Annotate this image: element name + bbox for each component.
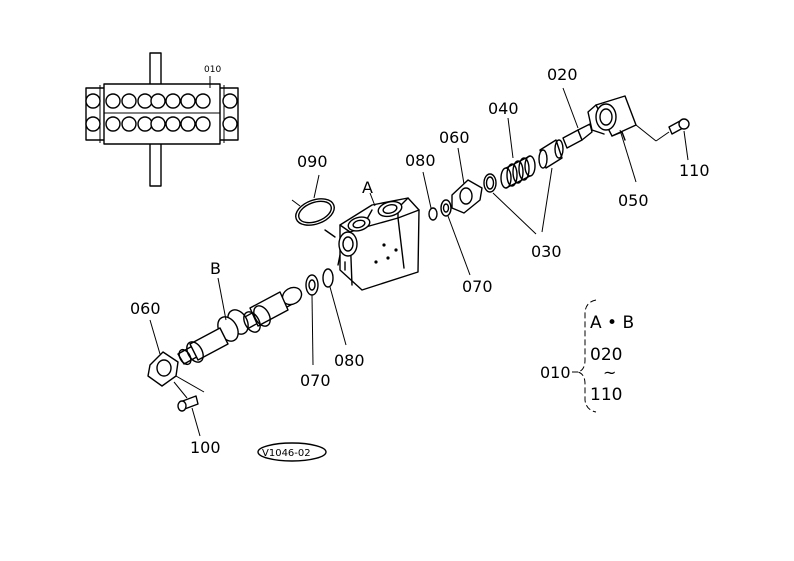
label-100: 100 <box>190 438 221 457</box>
washer-080-bottom <box>322 268 334 288</box>
screw-100 <box>177 395 199 412</box>
label-010-thumbnail: 010 <box>204 65 221 75</box>
valve-block-thumbnail <box>85 52 239 187</box>
label-a: A <box>362 178 373 197</box>
legend-range-mark: ~ <box>603 363 616 382</box>
spool-b <box>177 286 303 366</box>
spool-bore <box>338 231 358 257</box>
seal-070-top <box>440 199 452 217</box>
label-b: B <box>210 259 221 278</box>
thumbnail-spool-circles <box>85 93 238 132</box>
poppet-seat <box>538 139 564 169</box>
legend-110: 110 <box>590 385 622 405</box>
bolt-110 <box>668 118 690 135</box>
spring-040 <box>500 155 536 189</box>
label-060-left: 060 <box>130 299 161 318</box>
drawing-code-oval <box>257 442 327 462</box>
label-110: 110 <box>679 161 710 180</box>
label-080-top: 080 <box>405 151 436 170</box>
exploded-assembly <box>147 87 690 437</box>
label-020: 020 <box>547 65 578 84</box>
label-070-top: 070 <box>462 277 493 296</box>
legend-020: 020 <box>590 345 622 365</box>
label-050: 050 <box>618 191 649 210</box>
valve-body <box>324 197 420 291</box>
cover-plate-060-left <box>147 351 179 387</box>
legend-root-010: 010 <box>540 363 571 382</box>
seal-070-bottom <box>305 274 319 296</box>
label-040: 040 <box>488 99 519 118</box>
end-cap-050 <box>587 95 637 141</box>
seal-030-a <box>483 173 497 193</box>
legend-a-b: A • B <box>590 313 634 333</box>
label-030: 030 <box>531 242 562 261</box>
washer-080-top <box>428 207 438 221</box>
cover-plate-060-top <box>451 179 483 214</box>
o-ring-090 <box>295 198 335 226</box>
label-080-bottom: 080 <box>334 351 365 370</box>
legend-brace <box>572 299 597 413</box>
label-090: 090 <box>297 152 328 171</box>
label-070-bottom: 070 <box>300 371 331 390</box>
drawing-code: V1046-02 <box>262 448 311 459</box>
part-020 <box>562 123 593 149</box>
label-060-top: 060 <box>439 128 470 147</box>
